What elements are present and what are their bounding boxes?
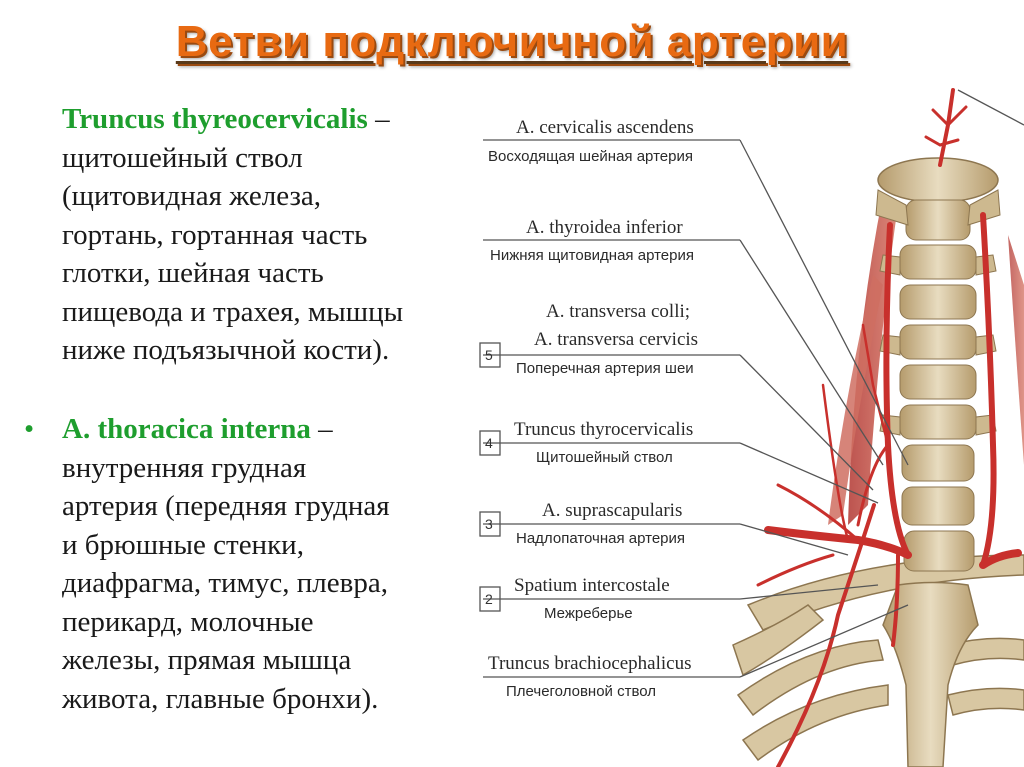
label-cervicalis-ascendens-ru: Восходящая шейная артерия: [488, 148, 693, 165]
text-line: щитошейный ствол: [62, 141, 303, 174]
text-line: перикард, молочные: [62, 605, 314, 638]
text-line: железы, прямая мышца: [62, 644, 352, 676]
cervical-spine: [875, 157, 1001, 572]
label-thyrocervicalis-latin: Truncus thyrocervicalis: [514, 419, 693, 440]
text-line: живота, главные бронхи).: [62, 682, 379, 715]
text-line: (щитовидная железа,: [62, 180, 322, 212]
label-suprascapularis-latin: A. suprascapularis: [542, 500, 682, 521]
latin-term-thyrocervical: Truncus thyreocervicalis: [62, 103, 368, 135]
label-cervicalis-ascendens-latin: A. cervicalis ascendens: [516, 117, 694, 138]
latin-term-thoracica: A. thoracica interna: [62, 413, 311, 445]
label-transversa-colli-latin: A. transversa colli;: [546, 301, 690, 322]
text-dash: –: [310, 413, 333, 445]
text-line: диафрагма, тимус, плевра,: [62, 567, 388, 599]
label-number-5: 5: [485, 347, 493, 363]
label-number-2: 2: [485, 591, 493, 607]
label-thyroidea-inferior-ru: Нижняя щитовидная артерия: [490, 247, 694, 264]
label-brachiocephalicus-ru: Плечеголовной ствол: [506, 683, 656, 700]
label-brachiocephalicus-latin: Truncus brachiocephalicus: [488, 653, 692, 674]
text-block-thoracica-interna: A. thoracica interna – внутренняя грудна…: [62, 410, 482, 718]
ribcage-illustration: [732, 554, 1024, 767]
text-line: артерия (передняя грудная: [62, 490, 390, 522]
slide-title: Ветви подключичной артерии: [0, 10, 1024, 74]
bullet-marker: •: [24, 413, 35, 445]
text-line-1: Truncus thyreocervicalis –: [62, 100, 482, 139]
label-pointer-lines: [479, 89, 1024, 678]
label-transversa-cervicis-latin: A. transversa cervicis: [534, 329, 698, 350]
label-transversa-colli-ru: Поперечная артерия шеи: [516, 360, 694, 377]
text-block-thyrocervical: Truncus thyreocervicalis – щитошейный ст…: [62, 100, 482, 370]
label-intercostale-ru: Межреберье: [544, 605, 633, 622]
label-thyrocervicalis-ru: Щитошейный ствол: [536, 449, 673, 466]
text-line: внутренняя грудная: [62, 451, 307, 484]
text-line-1: A. thoracica interna –: [62, 410, 482, 449]
artery-illustration: [756, 88, 1022, 767]
label-suprascapularis-ru: Надлопаточная артерия: [516, 530, 685, 547]
label-number-3: 3: [485, 516, 493, 532]
label-thyroidea-inferior-latin: A. thyroidea inferior: [526, 217, 683, 238]
slide-title-text: Ветви подключичной артерии: [175, 17, 849, 66]
text-line: глотки, шейная часть: [62, 257, 324, 289]
anatomy-figure: A. cervicalis ascendens Восходящая шейна…: [479, 88, 1024, 767]
figure-labels: A. cervicalis ascendens Восходящая шейна…: [485, 117, 698, 700]
label-number-4: 4: [485, 435, 493, 451]
text-line: пищевода и трахея, мышцы: [62, 295, 404, 328]
label-intercostale-latin: Spatium intercostale: [514, 575, 670, 596]
text-dash: –: [367, 103, 390, 135]
text-line: ниже подъязычной кости).: [62, 334, 390, 366]
text-line: гортань, гортанная часть: [62, 218, 368, 251]
text-line: и брюшные стенки,: [62, 528, 304, 561]
